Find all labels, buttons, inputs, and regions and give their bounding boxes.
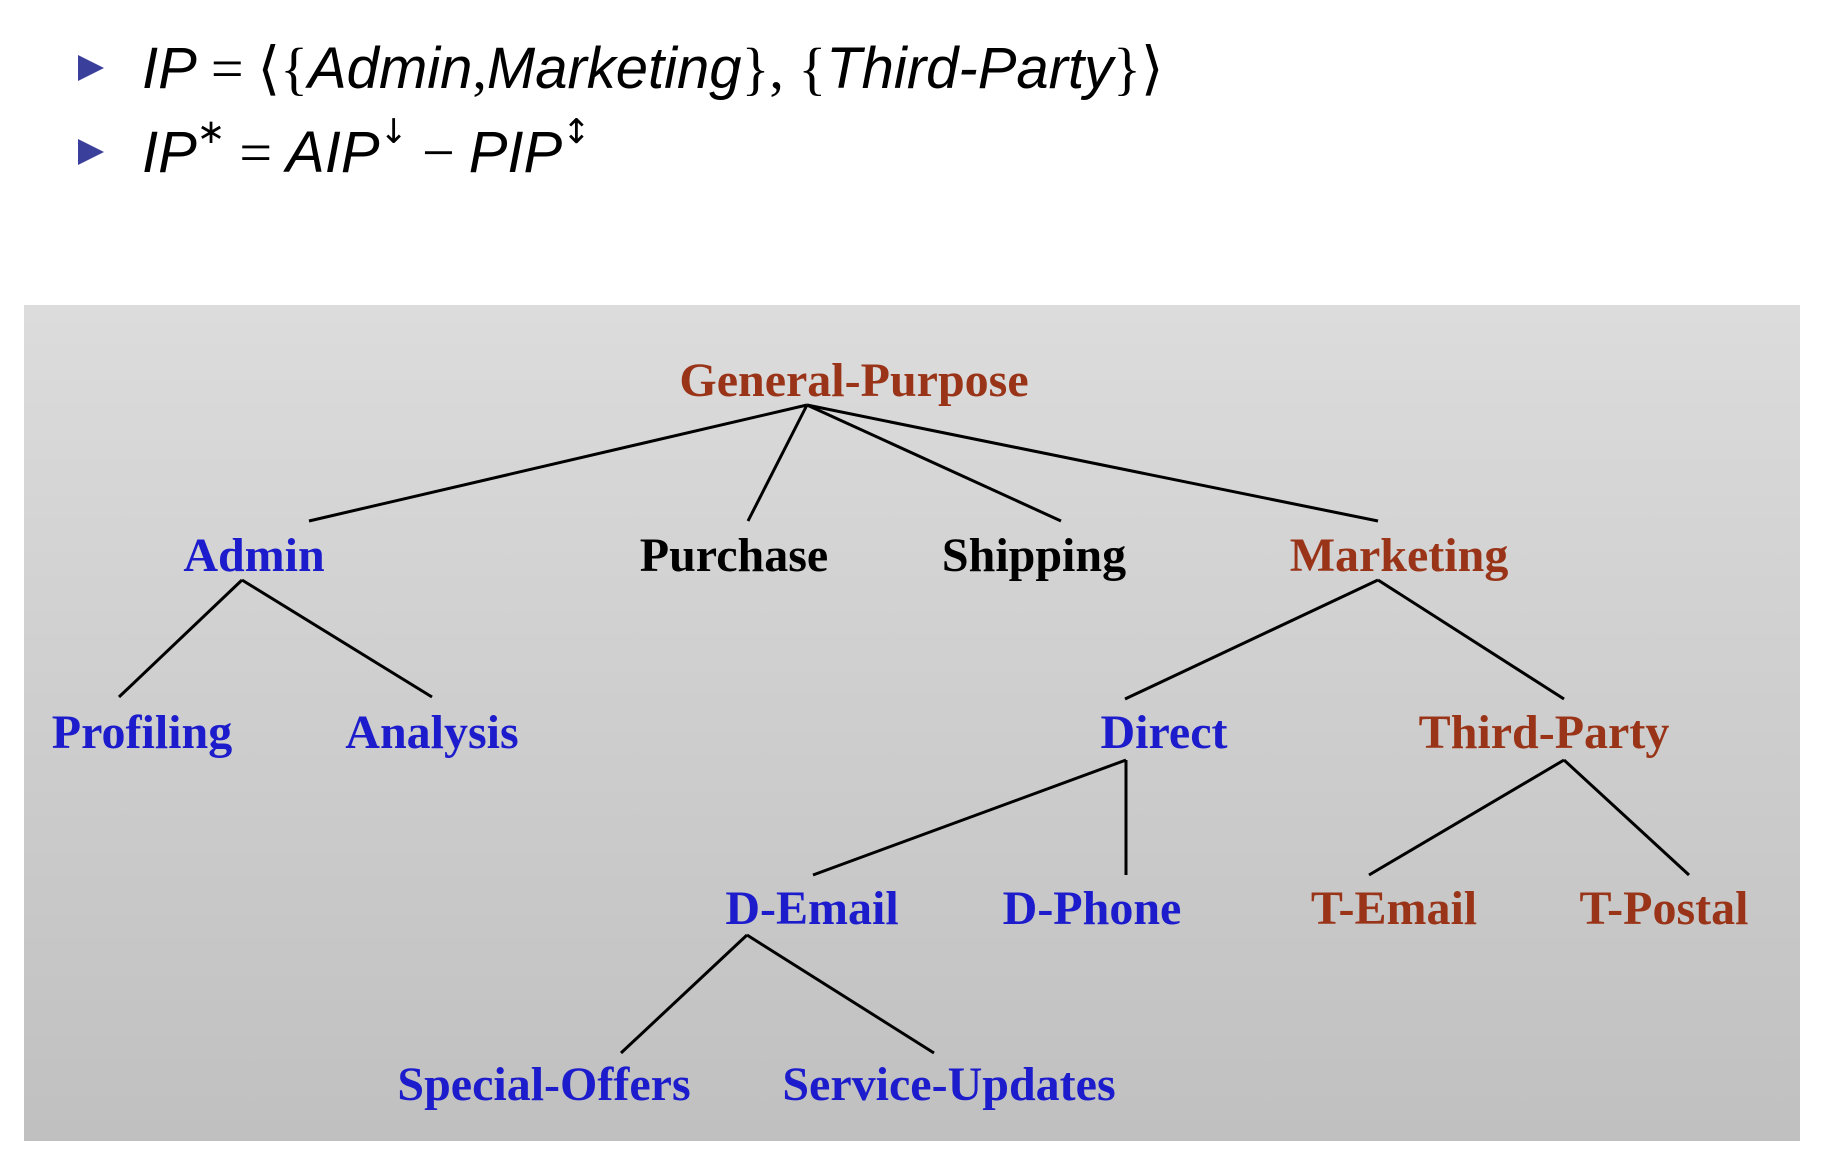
edge-d-email-to-service-updates [746,933,935,1055]
tree-node-shipping: Shipping [942,529,1126,582]
tree-node-t-postal: T-Postal [1580,882,1749,935]
formula-ipstar-pip-sup: ↕ [562,112,591,153]
formula-ipstar-pip: PIP [468,119,563,185]
edge-admin-to-profiling [117,578,244,699]
tree-node-profiling: Profiling [52,706,232,759]
bullet-triangle-icon [78,139,104,165]
edge-marketing-to-third-party [1377,578,1565,701]
tree-node-d-phone: D-Phone [1003,882,1182,935]
edge-general-purpose-to-shipping [806,403,1062,523]
formula-ip-marketing: Marketing [486,36,742,101]
tree-node-third-party: Third-Party [1419,706,1670,759]
formula-line-1: IP=⟨{Admin,Marketing}, {Third-Party}⟩ [78,28,1164,108]
formula-ipstar-lhs-sup: ∗ [196,112,226,153]
tree-node-d-email: D-Email [725,882,898,935]
tree-node-t-email: T-Email [1311,882,1477,935]
formula-ip-comma: , [472,36,487,101]
formula-ip-close-bracket: }⟩ [1113,36,1164,101]
edge-general-purpose-to-marketing [806,403,1379,523]
edge-marketing-to-direct [1124,578,1379,701]
formula-ip-admin: Admin [308,36,473,101]
edge-general-purpose-to-admin [308,403,808,523]
tree-node-purchase: Purchase [640,529,828,582]
formula-ipstar-equals: = [239,119,273,185]
formula-ipstar-minus: − [422,119,455,185]
tree-node-marketing: Marketing [1290,529,1509,582]
formula-ip-mid-bracket: }, { [741,36,827,101]
tree-node-analysis: Analysis [345,706,518,759]
formula-ip-star: IP∗ =AIP↓−PIP↕ [142,112,591,186]
edge-direct-to-d-email [812,758,1127,877]
tree-node-special-offers: Special-Offers [397,1058,690,1111]
tree-node-admin: Admin [183,529,324,582]
tree-node-direct: Direct [1100,706,1227,759]
edge-admin-to-analysis [241,578,433,699]
tree-node-service-updates: Service-Updates [782,1058,1115,1111]
edge-d-email-to-special-offers [619,933,749,1055]
edge-general-purpose-to-purchase [746,404,809,522]
edge-third-party-to-t-postal [1562,758,1691,877]
formula-ip-lhs: IP [142,36,197,101]
formula-ip-open-bracket: ⟨{ [257,36,308,101]
edge-third-party-to-t-email [1368,758,1565,877]
formula-ipstar-aip-sup: ↓ [379,112,409,153]
formula-line-2: IP∗ =AIP↓−PIP↕ [78,112,591,192]
bullet-triangle-icon [78,55,104,81]
formula-ip-equals: = [210,36,244,101]
formula-list: IP=⟨{Admin,Marketing}, {Third-Party}⟩ IP… [0,0,1824,240]
formula-ip-third-party: Third-Party [826,36,1114,101]
formula-ipstar-lhs: IP [142,119,197,185]
formula-ipstar-aip: AIP [286,119,380,185]
formula-ip: IP=⟨{Admin,Marketing}, {Third-Party}⟩ [142,34,1164,102]
tree-node-general-purpose: General-Purpose [679,354,1028,407]
tree-edges [117,403,1691,1055]
